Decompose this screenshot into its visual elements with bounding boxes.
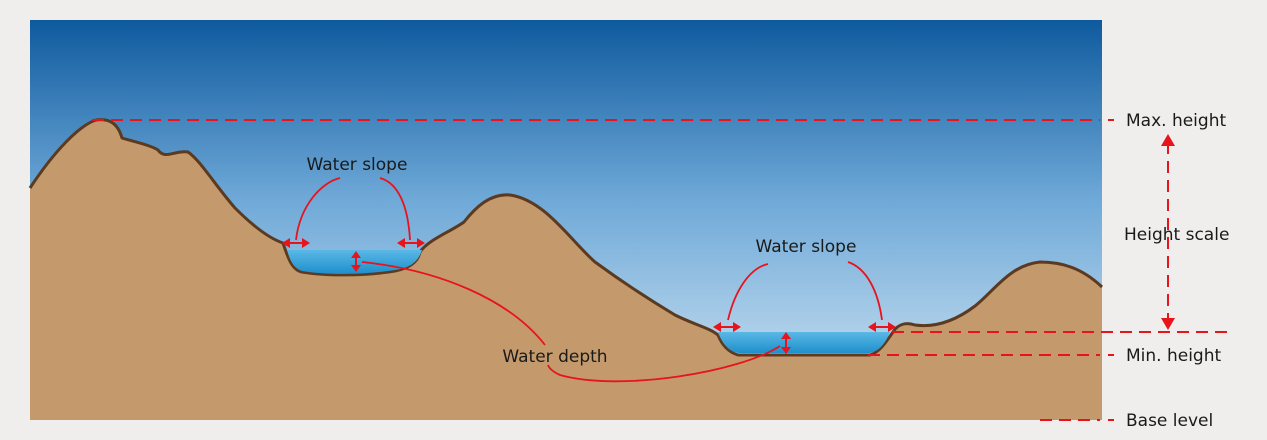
water-depth-label: Water depth: [502, 347, 607, 367]
water-slope-label-right: Water slope: [756, 237, 857, 257]
height-scale-arrow-down: [1161, 318, 1175, 330]
min-height-label: Min. height: [1126, 346, 1221, 366]
water-slope-label-left: Water slope: [307, 155, 408, 175]
water-right: [718, 332, 890, 353]
base-level-label: Base level: [1126, 411, 1213, 431]
height-scale-arrow-up: [1161, 134, 1175, 146]
max-height-label: Max. height: [1126, 111, 1226, 131]
height-scale-label: Height scale: [1124, 225, 1229, 245]
